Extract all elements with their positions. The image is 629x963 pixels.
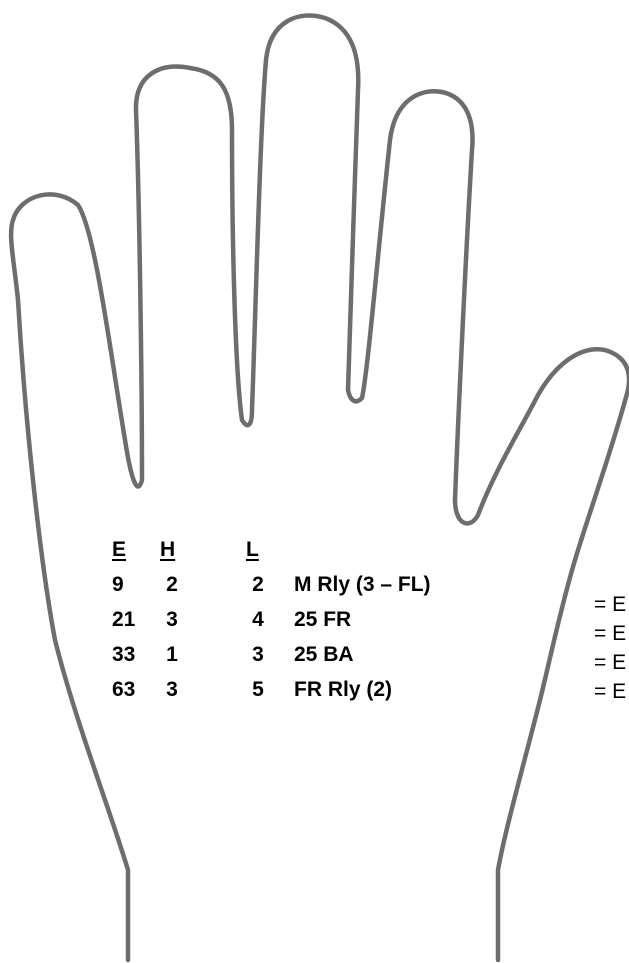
side-label: = E	[594, 651, 627, 674]
side-label-column: = E = E = E = E	[594, 590, 626, 706]
header-h: H	[160, 538, 176, 561]
cell-desc: M Rly (3 – FL)	[294, 573, 431, 596]
cell-l: 3	[252, 643, 264, 666]
cell-e: 33	[112, 643, 136, 666]
cell-e: 21	[112, 608, 136, 631]
cell-l: 4	[252, 608, 264, 631]
cell-e: 9	[112, 573, 124, 596]
side-label: = E	[594, 593, 627, 616]
side-label: = E	[594, 622, 627, 645]
cell-h: 2	[166, 573, 178, 596]
cell-desc: 25 FR	[294, 608, 352, 631]
header-l: L	[246, 538, 259, 561]
side-label: = E	[594, 680, 627, 703]
cell-h: 1	[166, 643, 178, 666]
glove-outline-path	[8, 13, 629, 963]
cell-e: 63	[112, 678, 136, 701]
header-e: E	[112, 538, 127, 561]
cell-h: 3	[166, 678, 178, 701]
cell-l: 5	[252, 678, 264, 701]
cell-desc: 25 BA	[294, 643, 354, 666]
cell-h: 3	[166, 608, 178, 631]
cell-desc: FR Rly (2)	[294, 678, 393, 701]
cell-l: 2	[252, 573, 264, 596]
